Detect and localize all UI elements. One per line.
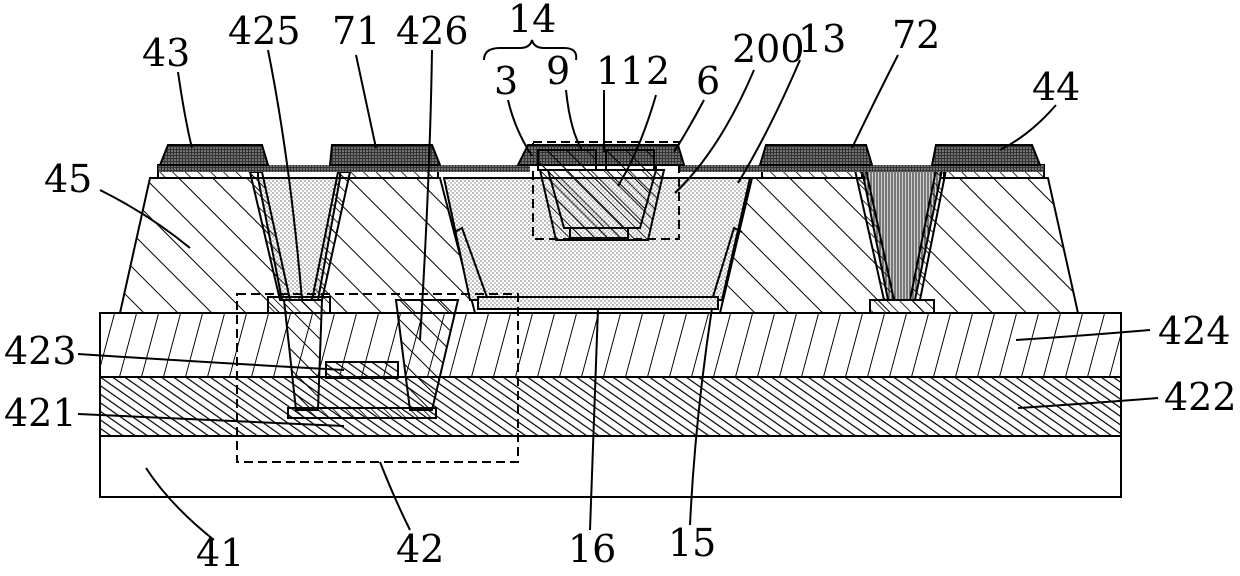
electrode-72 (760, 145, 872, 165)
via-right-pad (870, 300, 934, 313)
label-72: 72 (892, 13, 940, 57)
gate-421 (288, 408, 436, 418)
layer-424 (100, 313, 1121, 377)
encapsulation-layer-right (678, 165, 1044, 172)
leader-44 (1000, 105, 1056, 150)
electrode-44 (932, 145, 1040, 165)
label-6: 6 (696, 59, 720, 103)
label-425: 425 (228, 9, 301, 53)
encapsulation-layer (158, 165, 530, 172)
leader-71 (356, 55, 376, 148)
layer-422 (100, 377, 1121, 436)
pad-16 (478, 297, 718, 309)
label-11: 11 (596, 49, 644, 93)
label-71: 71 (332, 9, 380, 53)
cup-bottom (570, 228, 628, 238)
label-3: 3 (494, 59, 518, 103)
chip-top-3-pad (538, 150, 596, 170)
electrode-43 (160, 145, 268, 165)
label-9: 9 (546, 49, 570, 93)
label-43: 43 (142, 31, 190, 75)
label-423: 423 (4, 329, 77, 373)
label-13: 13 (798, 17, 846, 61)
label-422: 422 (1164, 375, 1237, 419)
label-14: 14 (508, 0, 556, 41)
label-45: 45 (44, 157, 92, 201)
label-15: 15 (668, 521, 716, 565)
label-42: 42 (396, 527, 444, 571)
label-41: 41 (196, 531, 244, 575)
leader-72 (852, 55, 898, 148)
label-421: 421 (4, 391, 77, 435)
label-44: 44 (1032, 65, 1080, 109)
label-200: 200 (732, 27, 805, 71)
electrode-71 (330, 145, 440, 165)
label-424: 424 (1158, 309, 1231, 353)
leader-6 (674, 100, 704, 152)
label-2: 2 (646, 49, 670, 93)
chip-2 (548, 170, 656, 228)
label-426: 426 (396, 9, 469, 53)
leader-43 (178, 72, 192, 148)
substrate-41 (100, 436, 1121, 497)
chip-top-9-pad (606, 150, 654, 170)
label-16: 16 (568, 527, 616, 571)
